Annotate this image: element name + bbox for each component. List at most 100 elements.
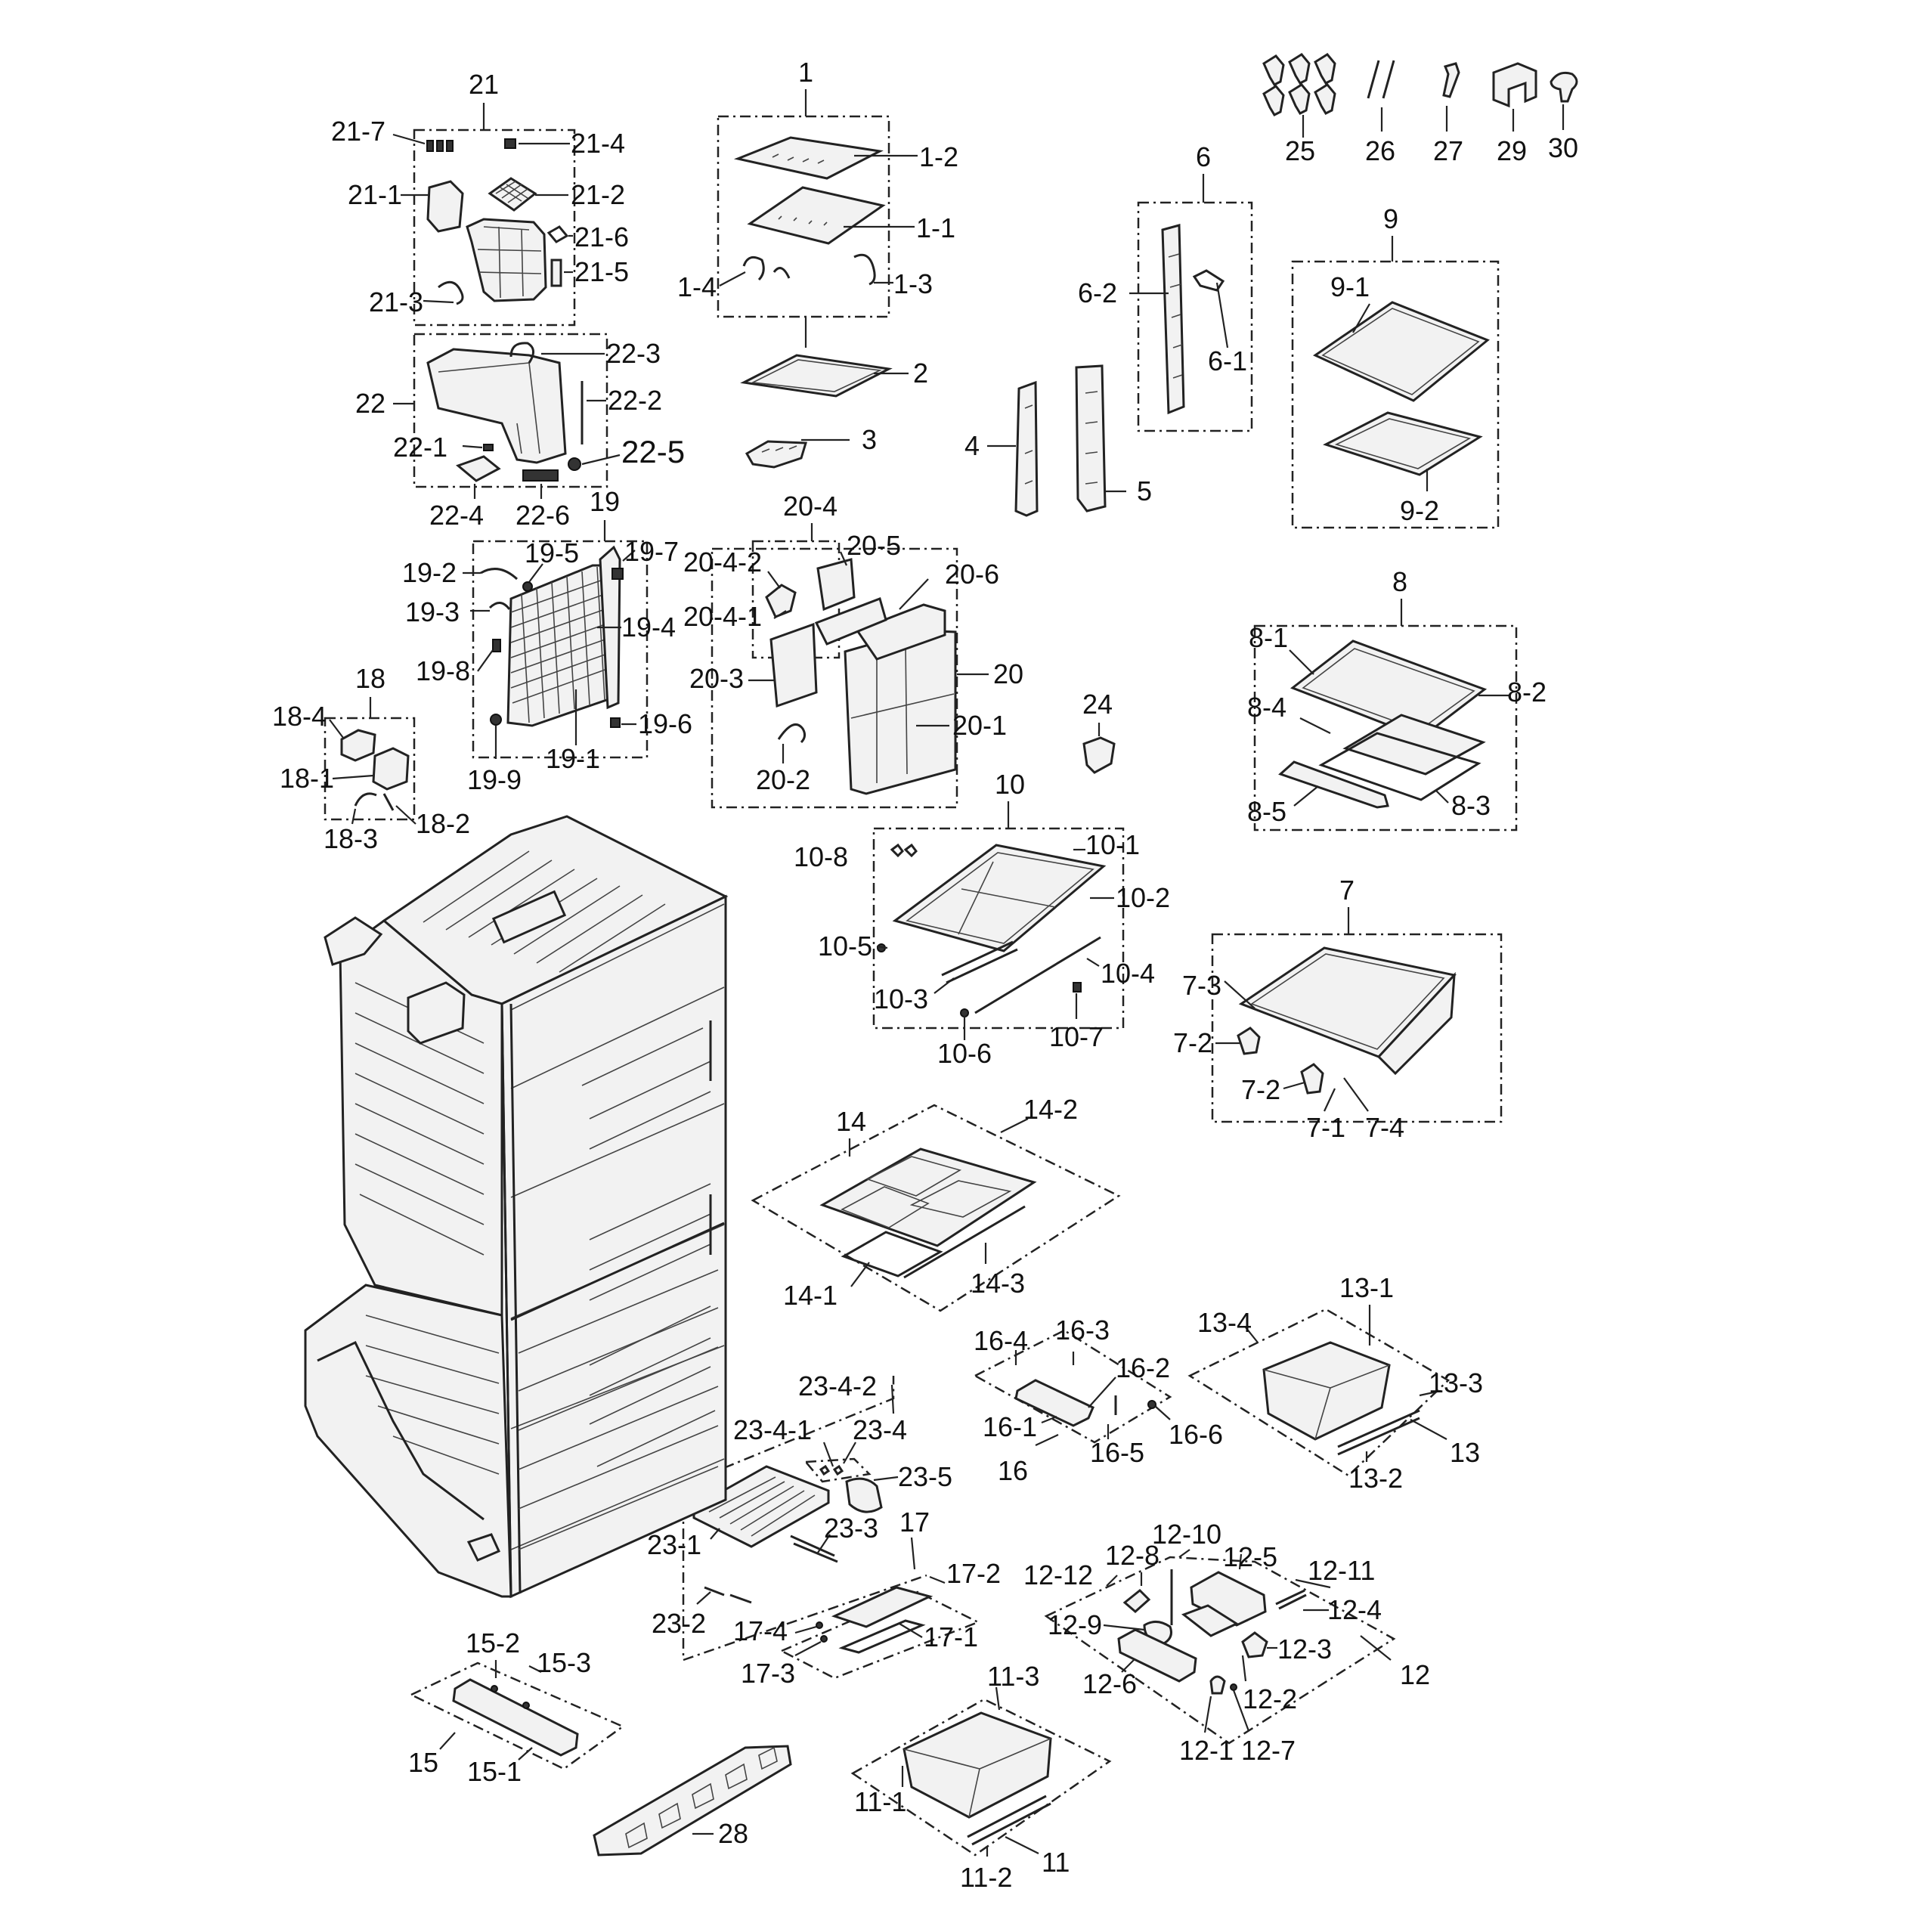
label-13-4: 13-4 [1197,1307,1252,1338]
label-20: 20 [993,658,1023,689]
label-12-3: 12-3 [1277,1634,1332,1665]
panel-16-1 [1014,1379,1094,1427]
rod-23-3 [790,1535,838,1563]
label-19-9: 19-9 [467,764,522,795]
part-12-3 [1241,1631,1268,1658]
bracket-29 [1492,62,1537,108]
label-17-4: 17-4 [733,1615,788,1646]
part-12-8 [1122,1588,1151,1613]
door-bars: 4 5 6 6-2 6-1 [964,141,1253,517]
label-14-3: 14-3 [971,1268,1025,1299]
label-23-4-2: 23-4-2 [798,1370,877,1401]
group-20-fan: 20-4 20 20-6 20-3 20-5 20-4-2 20-4-1 20-… [683,491,1023,809]
part-12-1 [1209,1675,1226,1695]
part-3 [745,440,807,469]
label-19-6: 19-6 [638,708,692,739]
group-16: 16-4 16-3 16-2 16-1 16-5 16-6 16 [973,1315,1223,1486]
label-7-2a: 7-2 [1173,1027,1212,1058]
label-21-5: 21-5 [574,256,629,287]
label-10-4: 10-4 [1101,958,1155,989]
part-24 [1082,736,1116,774]
label-20-6: 20-6 [945,559,999,590]
label-10-2: 10-2 [1116,882,1170,913]
fan-cover-20-1 [844,629,957,795]
bar-6-2 [1161,224,1185,415]
label-21-1: 21-1 [348,179,402,210]
label-21: 21 [469,69,499,100]
part-19-6 [610,717,621,728]
label-12: 12 [1400,1659,1430,1690]
label-17-3: 17-3 [741,1658,795,1689]
ice-maker-body [466,218,547,302]
label-1: 1 [798,57,813,88]
part-10-6 [960,1008,969,1017]
fan-20-5 [816,558,856,612]
label-10: 10 [995,769,1025,800]
part-16-6 [1147,1400,1156,1409]
fan-grid-21-2 [488,177,537,212]
label-12-8: 12-8 [1105,1540,1160,1571]
screws-23-4 [819,1464,844,1476]
group-22-ice-bucket: 22 22-3 22-2 22-1 22-5 22-4 22-6 [355,333,685,531]
part-24-group: 24 [1082,689,1116,774]
label-7-4: 7-4 [1365,1112,1404,1143]
label-23-1: 23-1 [647,1529,701,1560]
group-10-tray: 10 10-1 10-2 10-3 10-4 10-5 10-6 10-7 10… [794,769,1170,1069]
part-18-2 [382,793,395,811]
glass-9-2 [1323,411,1483,476]
label-14-1: 14-1 [783,1280,838,1311]
part-22-6 [522,469,559,482]
part-19-7 [611,568,624,580]
group-21-ice-maker: 21 21-7 21-4 21-1 21-2 21-6 21-5 [331,69,629,327]
label-20-4-2: 20-4-2 [683,547,762,578]
group-7-shelf: 7 7-3 7-2 7-2 7-1 7-4 [1173,875,1503,1143]
label-13: 13 [1450,1437,1480,1468]
label-3: 3 [862,424,877,455]
label-19: 19 [590,486,620,517]
group-12-dispenser: 12-10 12-5 12-11 12-12 12-8 12-4 12-9 12… [1023,1519,1430,1766]
label-10-5: 10-5 [818,931,872,962]
group-14: 14 14-2 14-1 14-3 [751,1094,1121,1312]
label-12-2: 12-2 [1243,1683,1297,1714]
wire-20-2 [777,723,807,744]
label-8-5: 8-5 [1247,796,1286,827]
label-12-11: 12-11 [1308,1555,1375,1586]
cabinet-bottom [304,1284,512,1598]
label-15-2: 15-2 [466,1627,520,1658]
pcb-1-1 [747,186,886,245]
glass-14-1 [841,1231,943,1277]
label-14: 14 [836,1106,866,1137]
rail-13-2 [1337,1409,1420,1456]
fan-panel-20-6 [855,603,946,661]
label-15: 15 [408,1747,438,1778]
part-10-7 [1073,982,1082,993]
label-19-3: 19-3 [405,596,460,627]
label-23-2: 23-2 [652,1608,706,1639]
label-23-3: 23-3 [824,1513,878,1544]
wire-21-3 [438,280,464,305]
label-10-3: 10-3 [874,983,928,1014]
label-20-2: 20-2 [756,764,810,795]
label-18: 18 [355,663,385,694]
label-21-7: 21-7 [331,116,385,147]
label-8-2: 8-2 [1507,677,1547,708]
part-21-6 [546,225,569,243]
screw-26b [1382,60,1395,99]
label-19-4: 19-4 [621,612,676,643]
label-16-3: 16-3 [1055,1315,1110,1346]
bar-14-3 [903,1205,1026,1279]
label-23-4: 23-4 [853,1414,907,1445]
label-1-3: 1-3 [893,268,933,299]
label-20-5: 20-5 [847,530,901,561]
label-21-6: 21-6 [574,221,629,252]
group-17: 17 17-2 17-1 17-4 17-3 [733,1507,1001,1689]
group-1-control: 1 1-2 1-1 1-4 1-3 2 3 [677,57,958,469]
motor-21-1 [426,180,464,233]
cabinet-side [500,894,727,1599]
label-16-6: 16-6 [1169,1419,1223,1450]
label-22-5: 22-5 [621,434,685,469]
wire-1-3 [853,253,876,286]
screws-10-8 [890,843,918,858]
group-19-evaporator: 19 19-2 19-5 19-7 19-3 19-4 19-8 19-6 19… [402,486,692,795]
